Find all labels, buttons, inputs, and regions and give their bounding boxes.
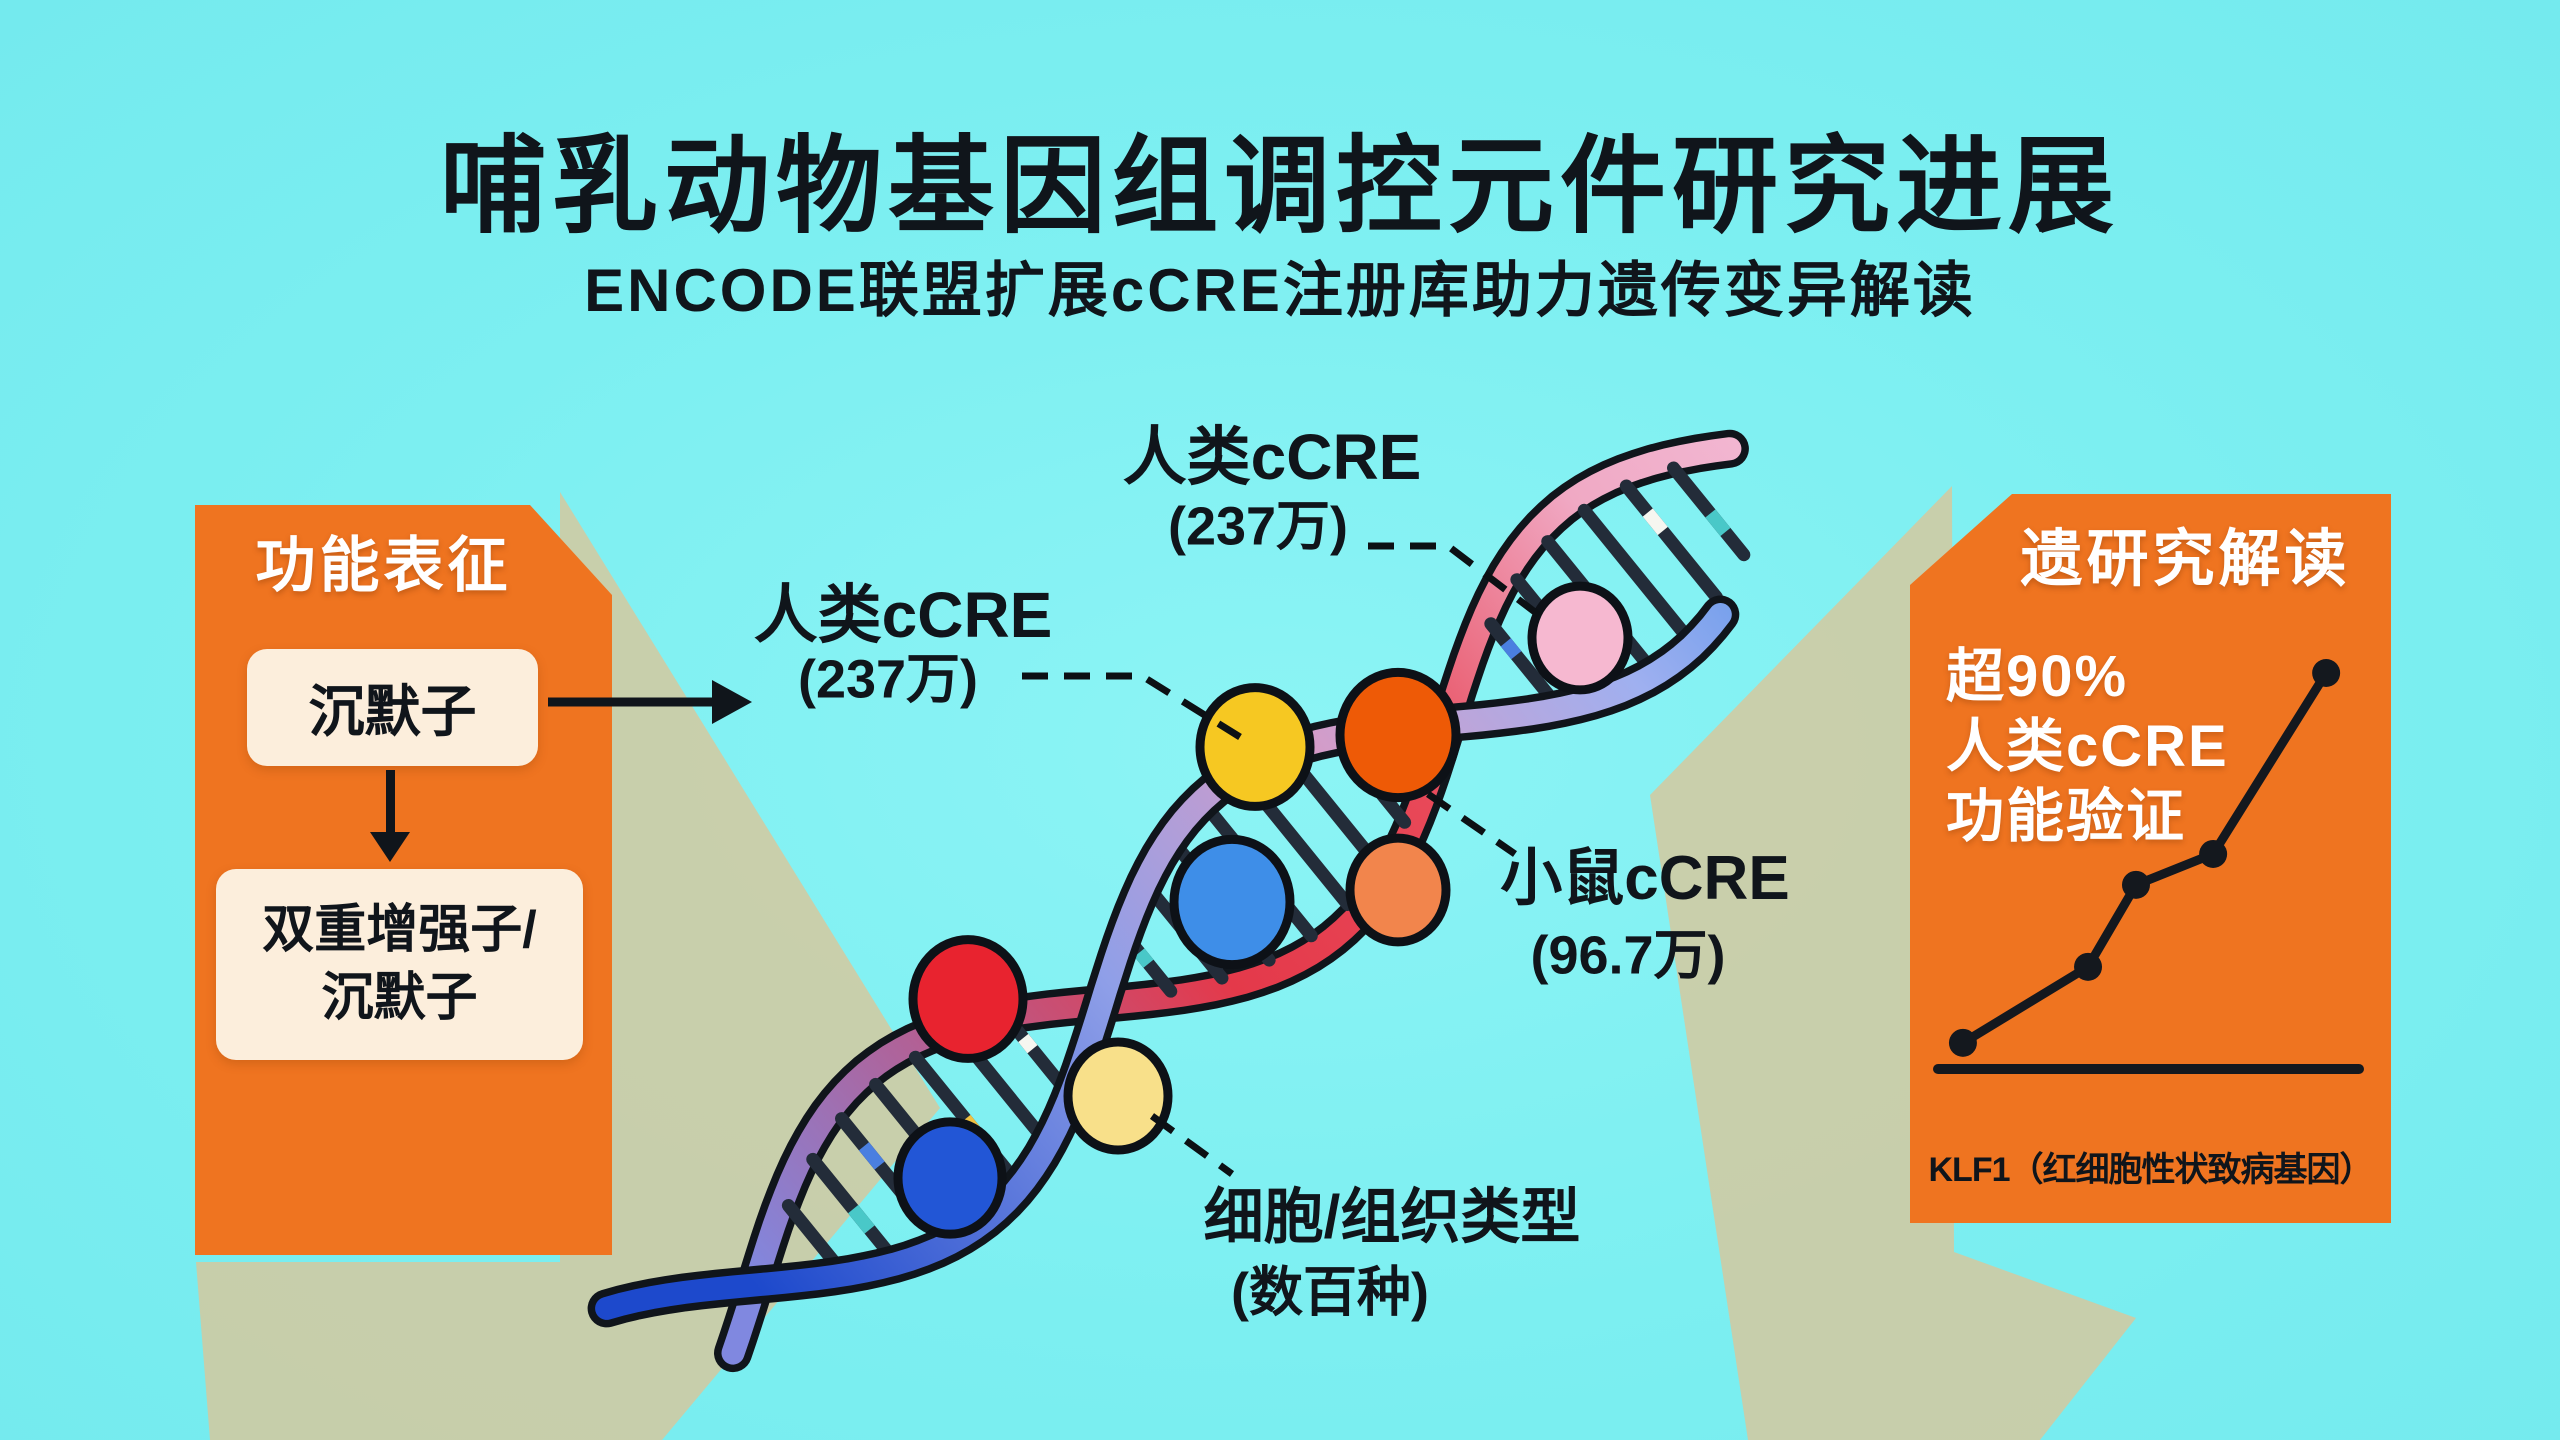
dual-label-line1: 双重增强子/: [262, 900, 537, 959]
arrow-stem: [385, 770, 395, 832]
label-cell-tissue-types: 细胞/组织类型: [1203, 1183, 1581, 1251]
stat-line2: 人类cCRE: [1946, 714, 2229, 779]
dna-rung: [1484, 617, 1561, 708]
label-human-ccre-left: 人类cCRE: [753, 579, 1053, 651]
stat-line1: 超90%: [1946, 644, 2129, 709]
label-cell-tissue-types-count: (数百种): [1231, 1262, 1429, 1323]
bead-bright-yellow: [1195, 683, 1315, 811]
dna-rung: [1619, 479, 1723, 604]
bead-dark-blue: [893, 1117, 1007, 1239]
right-light-beam: [1650, 486, 2136, 1440]
label-human-ccre-top-count: (237万): [1167, 496, 1349, 557]
validation-progress-line-chart: [1933, 659, 2364, 1074]
functional-characterization-panel: 功能表征 沉默子 双重增强子/ 沉默子: [195, 505, 612, 1255]
bead-light-orange: [1345, 833, 1451, 947]
bead-medium-blue: [1169, 834, 1295, 970]
page-subtitle: ENCODE联盟扩展cCRE注册库助力遗传变异解读: [584, 257, 1976, 324]
dna-rung: [1666, 461, 1751, 562]
chart-line-series: [1960, 670, 2330, 1047]
genetic-interpretation-panel: 遗研究解读 超90% 人类cCRE 功能验证 KLF1（红细胞性状致病基因）: [1910, 494, 2391, 1223]
dual-label-line2: 沉默子: [321, 968, 478, 1027]
bead-dark-orange: [1335, 667, 1461, 803]
silencer-label: 沉默子: [308, 680, 477, 743]
bead-pale-yellow: [1063, 1037, 1173, 1155]
silencer-box: 沉默子: [247, 649, 538, 766]
arrow-head: [370, 832, 410, 862]
chart-data-point: [2074, 952, 2103, 981]
dna-rung: [1003, 1015, 1072, 1097]
label-human-ccre-top: 人类cCRE: [1122, 421, 1422, 493]
flow-arrow-down: [354, 770, 426, 862]
dual-enhancer-silencer-box: 双重增强子/ 沉默子: [216, 869, 583, 1060]
page-title: 哺乳动物基因组调控元件研究进展: [440, 128, 2120, 246]
stat-line3: 功能验证: [1946, 784, 2187, 849]
chart-data-point: [2199, 839, 2228, 868]
right-panel-title: 遗研究解读: [2020, 525, 2351, 594]
label-human-ccre-left-count: (237万): [797, 649, 979, 710]
bead-red: [908, 935, 1028, 1063]
chart-data-point: [2312, 659, 2341, 687]
label-mouse-ccre-count: (96.7万): [1530, 925, 1726, 986]
bead-pink: [1527, 581, 1633, 695]
chart-data-point: [1948, 1028, 1977, 1057]
left-panel-title: 功能表征: [255, 532, 512, 599]
validation-stats-text: 超90% 人类cCRE 功能验证: [1946, 642, 2229, 852]
dna-double-helix-illustration: [587, 429, 1751, 1373]
dna-rung: [806, 1152, 897, 1261]
label-mouse-ccre: 小鼠cCRE: [1500, 844, 1790, 913]
chart-data-point: [2121, 870, 2150, 899]
chart-caption-klf1: KLF1（红细胞性状致病基因）: [1928, 1151, 2374, 1189]
dna-rung: [1577, 503, 1691, 640]
